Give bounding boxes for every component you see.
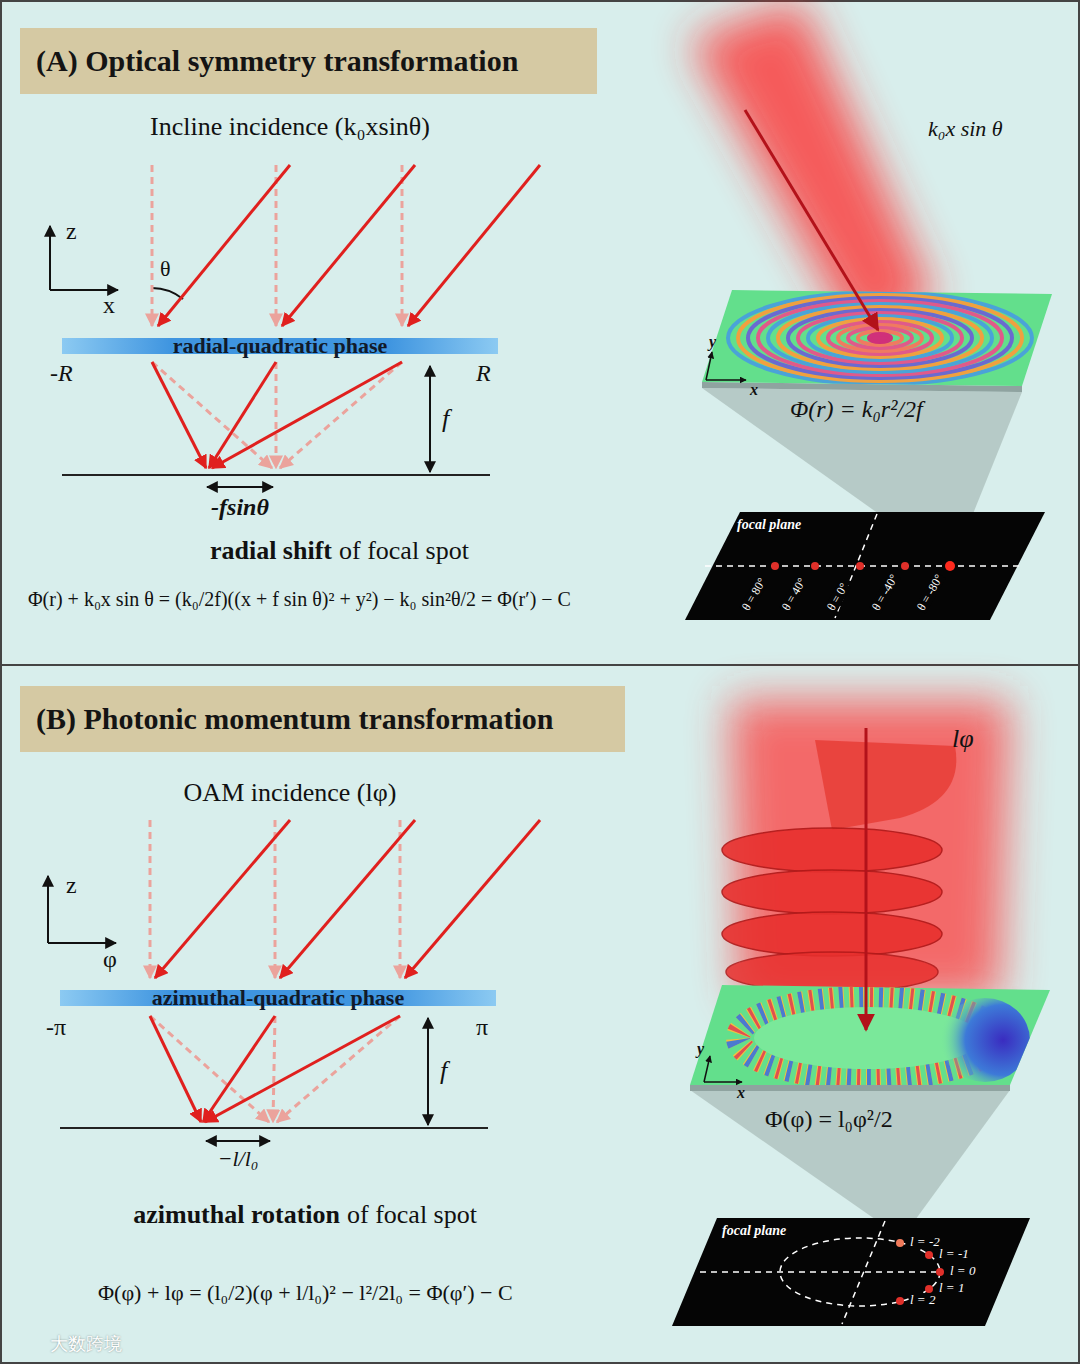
- phase-plate-band: radial-quadratic phase: [62, 330, 498, 362]
- plate-axes-a: [706, 352, 746, 380]
- projection-shade: [690, 1090, 1010, 1238]
- equation: Φ(φ) + lφ = (l₀/2)(φ + l/l₀)² − l²/2l₀ =…: [98, 1280, 513, 1305]
- focal-plane-b-marks: [700, 1221, 944, 1324]
- incidence-heading: OAM incidence (lφ): [184, 778, 397, 808]
- shift-label: -fsinθ: [211, 494, 269, 522]
- focal-plane: focal plane l = -2l = -1 l = 0 l = 1l = 2: [672, 1218, 1032, 1326]
- focal-length-arrow: [429, 366, 431, 472]
- spot-label: l = 1: [938, 1281, 965, 1295]
- caption-text: of focal spot: [339, 536, 469, 566]
- shift-label: −l/l₀: [218, 1146, 259, 1171]
- focal-length-label: f: [440, 1056, 447, 1086]
- focal-plane-fill: [685, 512, 1045, 620]
- metasurface-plate: [702, 290, 1052, 386]
- plane-title: focal plane: [722, 1223, 786, 1238]
- phase-plate-band: azimuthal-quadratic phase: [60, 982, 496, 1014]
- axis-label: z: [66, 872, 77, 900]
- phase-formula: Φ(φ) = l₀φ²/2: [765, 1106, 893, 1134]
- spot-label: l = 2: [909, 1293, 936, 1307]
- normal-rays-a: [152, 165, 402, 468]
- beam-arrow: [745, 110, 878, 330]
- angle-label: θ: [160, 256, 171, 281]
- axis-label: z: [66, 218, 77, 246]
- radial-phase-rings: [728, 292, 1032, 384]
- caption-bold: radial shift: [210, 536, 332, 566]
- caption-bold: azimuthal rotation: [133, 1200, 340, 1230]
- aperture-label: -π: [46, 1014, 66, 1042]
- aperture-label: -R: [50, 360, 73, 388]
- panel-divider: [0, 664, 1080, 666]
- axis-label: y: [697, 1040, 704, 1058]
- caption-text: of focal spot: [347, 1200, 477, 1230]
- focal-length-label: f: [442, 404, 449, 434]
- metasurface-plate: [690, 985, 1050, 1085]
- shift-arrow: [206, 1140, 270, 1142]
- heading-box: (A) Optical symmetry transformation: [20, 28, 597, 94]
- focal-plane-fill: [672, 1218, 1030, 1326]
- plane-title: focal plane: [737, 517, 801, 532]
- axes-a: [50, 226, 118, 290]
- focal-line: [60, 1127, 488, 1129]
- oam-rays-b: [150, 820, 540, 1122]
- phase-label: azimuthal-quadratic phase: [60, 982, 496, 1014]
- phase-term: k₀x sin θ: [928, 116, 1003, 141]
- spot-label: l = -1: [938, 1247, 970, 1261]
- spot-label: l = 0: [949, 1264, 976, 1278]
- spot-label: l = -2: [909, 1235, 941, 1249]
- axis-label: y: [709, 333, 716, 351]
- focal-plane: focal planeθ = 80°θ = 40°θ = 0°θ = -40°θ…: [685, 512, 1047, 620]
- heading-box: (B) Photonic momentum transformation: [20, 686, 625, 752]
- watermark: 大数跨境: [50, 1334, 122, 1355]
- angle-arc: [152, 288, 183, 299]
- oblique-rays-a: [152, 165, 540, 468]
- phase-label: radial-quadratic phase: [62, 330, 498, 362]
- focal-length-arrow: [427, 1018, 429, 1125]
- equation: Φ(r) + k₀x sin θ = (k₀/2f)((x + f sin θ)…: [28, 588, 571, 611]
- axis-label: x: [103, 292, 115, 320]
- panel-heading: (B) Photonic momentum transformation: [36, 702, 553, 736]
- plate-axes-b: [704, 1056, 742, 1082]
- aperture-label: π: [476, 1014, 488, 1042]
- panel-heading: (A) Optical symmetry transformation: [36, 44, 518, 78]
- phase-formula: Φ(r) = k₀r²/2f: [790, 396, 923, 424]
- axes-b: [48, 876, 116, 943]
- focal-line: [62, 474, 490, 476]
- helical-wavefront: [722, 740, 956, 992]
- focal-plane-a-marks: [705, 514, 1020, 618]
- azimuthal-phase-pattern: [738, 998, 1030, 1082]
- normal-rays-b: [150, 820, 400, 1122]
- phase-term: lφ: [952, 724, 974, 754]
- incidence-heading: Incline incidence (k₀xsinθ): [150, 112, 430, 142]
- aperture-label: R: [476, 360, 491, 388]
- axis-label: x: [737, 1084, 745, 1102]
- shift-arrow: [207, 486, 273, 488]
- axis-label: φ: [103, 946, 117, 974]
- beam-arrow: [865, 728, 868, 1030]
- axis-label: x: [750, 381, 758, 399]
